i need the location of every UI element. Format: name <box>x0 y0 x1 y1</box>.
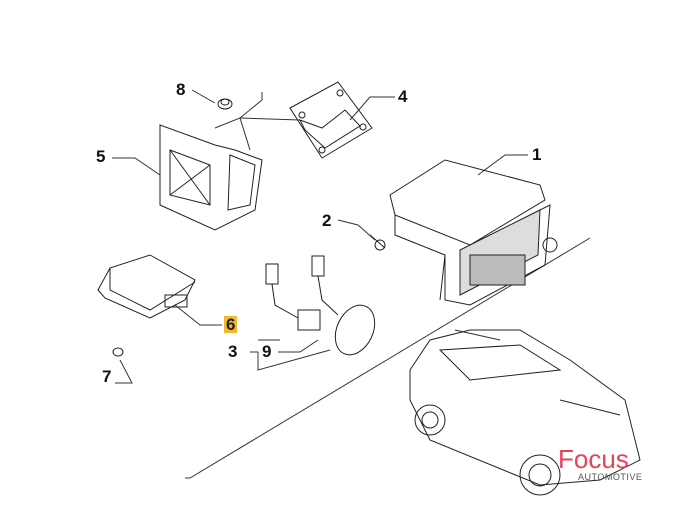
car-illustration <box>409 329 641 496</box>
logo-brand: Focus <box>558 444 629 474</box>
part-7-nut <box>112 347 124 357</box>
part-9-harness <box>265 255 376 356</box>
callout-8: 8 <box>176 80 186 99</box>
callout-9: 9 <box>262 342 272 361</box>
callout-6-highlighted: 6 <box>224 315 238 334</box>
callout-2: 2 <box>322 211 332 230</box>
part-2-screw <box>369 234 386 251</box>
focus-automotive-logo: Focus AUTOMOTIVE <box>558 446 642 482</box>
part-4-bracket <box>289 81 373 159</box>
part-8-nut <box>217 98 233 110</box>
leader-lines <box>112 89 591 479</box>
part-5-bracket <box>159 124 263 231</box>
callout-7: 7 <box>102 367 112 386</box>
callout-4: 4 <box>398 87 408 106</box>
callout-3: 3 <box>228 342 238 361</box>
callout-5: 5 <box>96 147 106 166</box>
logo-subtitle: AUTOMOTIVE <box>578 472 643 482</box>
part-6-module <box>97 254 196 319</box>
callout-1: 1 <box>532 145 542 164</box>
part-1-radio-unit <box>389 159 558 306</box>
